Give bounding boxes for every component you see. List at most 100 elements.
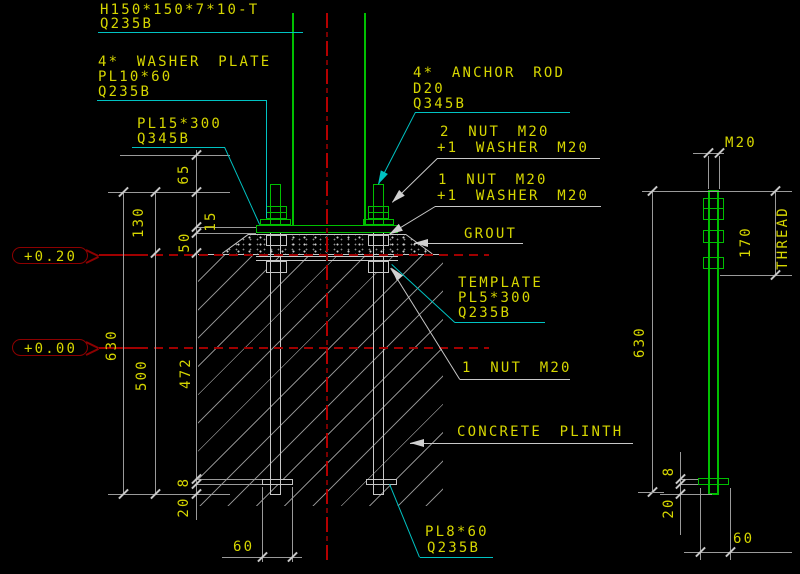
dim-ext-row-479 xyxy=(196,479,262,480)
label-washer-plate-2: PL10*60 xyxy=(98,69,173,85)
label-template-2: PL5*300 xyxy=(458,290,533,306)
top-nut-right-midline xyxy=(368,212,389,213)
dim-chain-500 xyxy=(155,192,156,494)
column-centerline xyxy=(326,13,328,560)
side-dim-thread: THREAD xyxy=(775,206,791,270)
label-template-3: Q235B xyxy=(458,305,512,321)
leader-under-nuts-h xyxy=(435,206,601,207)
top-nut-left-midline xyxy=(266,212,287,213)
side-ext-row-630-bottom xyxy=(638,492,664,493)
level-020-line-solid xyxy=(99,254,139,256)
side-dim-chain-170 xyxy=(775,191,776,275)
dim-ext-row-233 xyxy=(196,233,256,234)
label-grout: GROUT xyxy=(464,226,518,242)
rod-tip-right-line2 xyxy=(383,184,384,225)
level-000-line-solid xyxy=(99,347,139,349)
template-nut-left xyxy=(266,261,287,273)
rod-tip-left-line1 xyxy=(270,184,271,225)
side-dim-m20: M20 xyxy=(725,135,757,151)
leader-grout-arrow xyxy=(414,238,428,248)
leader-washer-plate-v xyxy=(266,100,267,218)
label-anchor-plate-2: Q235B xyxy=(427,540,481,556)
dim-50: 50 xyxy=(177,231,193,253)
leader-concrete xyxy=(410,443,633,444)
side-nut-stack-midline xyxy=(703,208,724,209)
side-dim-ext-60-left xyxy=(700,488,701,560)
dim-ext-60-right xyxy=(292,487,293,562)
dim-500: 500 xyxy=(134,359,150,391)
under-plate-washer-right xyxy=(363,234,391,235)
label-top-nuts-2: +1 WASHER M20 xyxy=(437,140,590,156)
under-plate-nut-left xyxy=(266,235,287,246)
anchor-plate-left xyxy=(262,479,293,485)
dim-630: 630 xyxy=(104,329,120,361)
leader-washer-plate-h xyxy=(97,100,266,101)
dim-8: 8 xyxy=(176,476,192,488)
side-dim-20: 20 xyxy=(661,497,677,519)
side-dim-line-60 xyxy=(684,552,792,553)
rod-tip-right-cap xyxy=(373,184,384,185)
elevation-badge-lower xyxy=(12,339,88,356)
rod-right-bottom-cap xyxy=(373,494,384,495)
column-flange-left xyxy=(292,13,294,225)
dim-chain-inner xyxy=(196,150,197,520)
leader-column xyxy=(98,32,303,33)
label-washer-plate-3: Q235B xyxy=(98,84,152,100)
side-ext-row-top xyxy=(642,191,792,192)
dim-chain-630 xyxy=(123,192,124,494)
side-dim-chain-630 xyxy=(652,191,653,492)
leader-anchor-rod-h xyxy=(415,112,570,113)
under-plate-washer-left xyxy=(261,234,289,235)
level-020-line-dashed xyxy=(139,254,489,256)
side-dim-ext-60-right xyxy=(730,488,731,560)
side-rod-bottom-cap xyxy=(708,493,719,495)
label-template-nut: 1 NUT M20 xyxy=(462,360,572,376)
anchor-rod-left-line1 xyxy=(270,233,271,494)
template-nut-right xyxy=(368,261,389,273)
side-washer-2 xyxy=(703,257,724,269)
under-plate-nut-right xyxy=(368,235,389,246)
side-washer-1 xyxy=(703,230,724,243)
rod-tip-left-line2 xyxy=(280,184,281,225)
side-rod-line2 xyxy=(717,190,719,494)
side-dim-m20-ext2 xyxy=(719,156,720,189)
rod-left-bottom-cap xyxy=(270,494,281,495)
side-dim-170: 170 xyxy=(738,226,754,258)
side-nut-stack xyxy=(703,198,724,220)
label-anchor-rod-1: 4* ANCHOR ROD xyxy=(413,65,566,81)
side-anchor-plate xyxy=(698,478,729,485)
label-column-grade: Q235B xyxy=(100,16,154,32)
leader-template-nut-h xyxy=(460,379,570,380)
dim-ext-row-484 xyxy=(196,484,262,485)
rod-tip-left-cap xyxy=(270,184,281,185)
side-dim-60: 60 xyxy=(733,531,755,547)
rod-tip-right-line1 xyxy=(373,184,374,225)
leader-top-nuts-h xyxy=(437,158,600,159)
label-anchor-rod-3: Q345B xyxy=(413,96,467,112)
side-ext-row-479 xyxy=(680,479,698,480)
label-base-plate-2: Q345B xyxy=(137,131,191,147)
concrete-plinth-hatch xyxy=(198,254,443,506)
anchor-rod-right-line1 xyxy=(373,233,374,494)
leader-template-h xyxy=(455,322,545,323)
leader-grout xyxy=(414,243,523,244)
anchor-rod-right-line2 xyxy=(383,233,384,494)
dim-472: 472 xyxy=(178,357,194,389)
leader-base-plate-h xyxy=(132,147,225,148)
label-column-spec: H150*150*7*10-T xyxy=(100,2,260,18)
anchor-rod-left-line2 xyxy=(280,233,281,494)
side-ext-row-494 xyxy=(660,494,712,495)
anchor-plate-right xyxy=(366,479,397,485)
side-ext-row-484 xyxy=(680,484,698,485)
label-under-nuts-1: 1 NUT M20 xyxy=(438,172,548,188)
dim-130: 130 xyxy=(131,206,147,238)
dim-ext-60-left xyxy=(262,487,263,562)
side-rod-line1 xyxy=(708,190,710,494)
dim-ext-row-192 xyxy=(108,192,230,193)
label-anchor-plate-1: PL8*60 xyxy=(425,524,489,540)
side-ext-row-170-bottom xyxy=(720,275,792,276)
dim-65: 65 xyxy=(176,163,192,185)
dim-ext-row-155 xyxy=(120,155,230,156)
level-000-line-dashed xyxy=(139,347,489,349)
